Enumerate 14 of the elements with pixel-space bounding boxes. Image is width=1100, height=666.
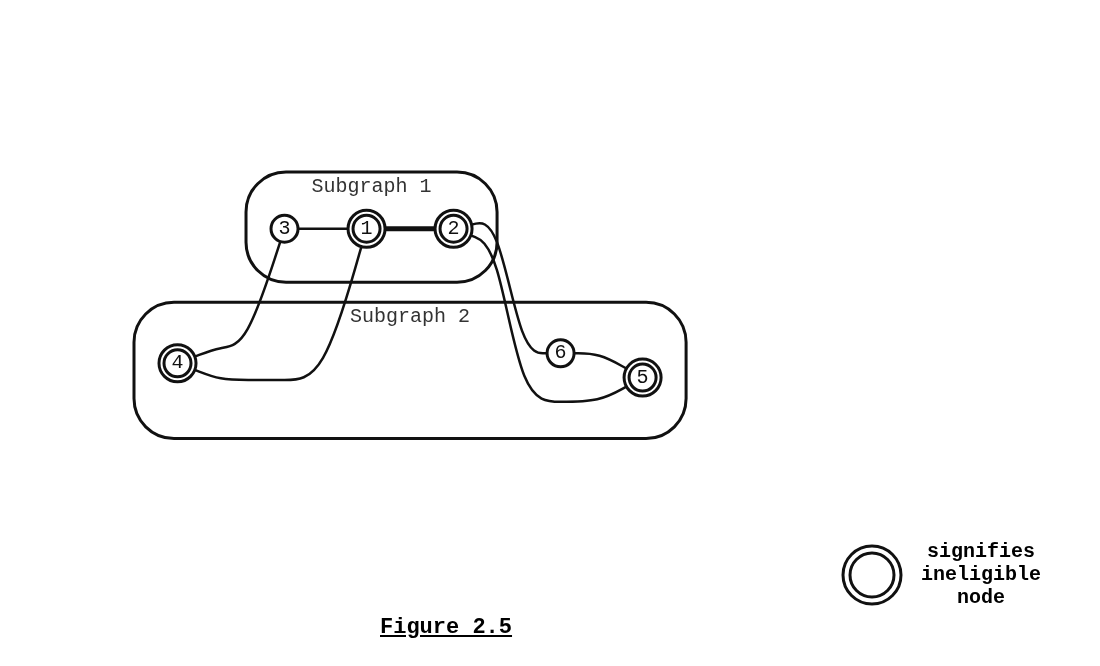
connector — [470, 233, 627, 403]
connector — [471, 221, 547, 355]
connector — [385, 226, 435, 231]
node-circle: 1 — [346, 208, 387, 249]
node-circle: 3 — [269, 213, 300, 244]
node-circle: 5 — [622, 357, 663, 398]
node-circle: 6 — [545, 338, 576, 368]
legend-text: signifies ineligible node — [920, 540, 1042, 609]
figure-caption: Figure 2.5 — [380, 615, 513, 640]
connector — [194, 245, 363, 381]
node-circle: 4 — [157, 343, 198, 383]
node-circle: 2 — [433, 208, 474, 249]
connector — [574, 351, 627, 370]
connector — [298, 227, 348, 230]
